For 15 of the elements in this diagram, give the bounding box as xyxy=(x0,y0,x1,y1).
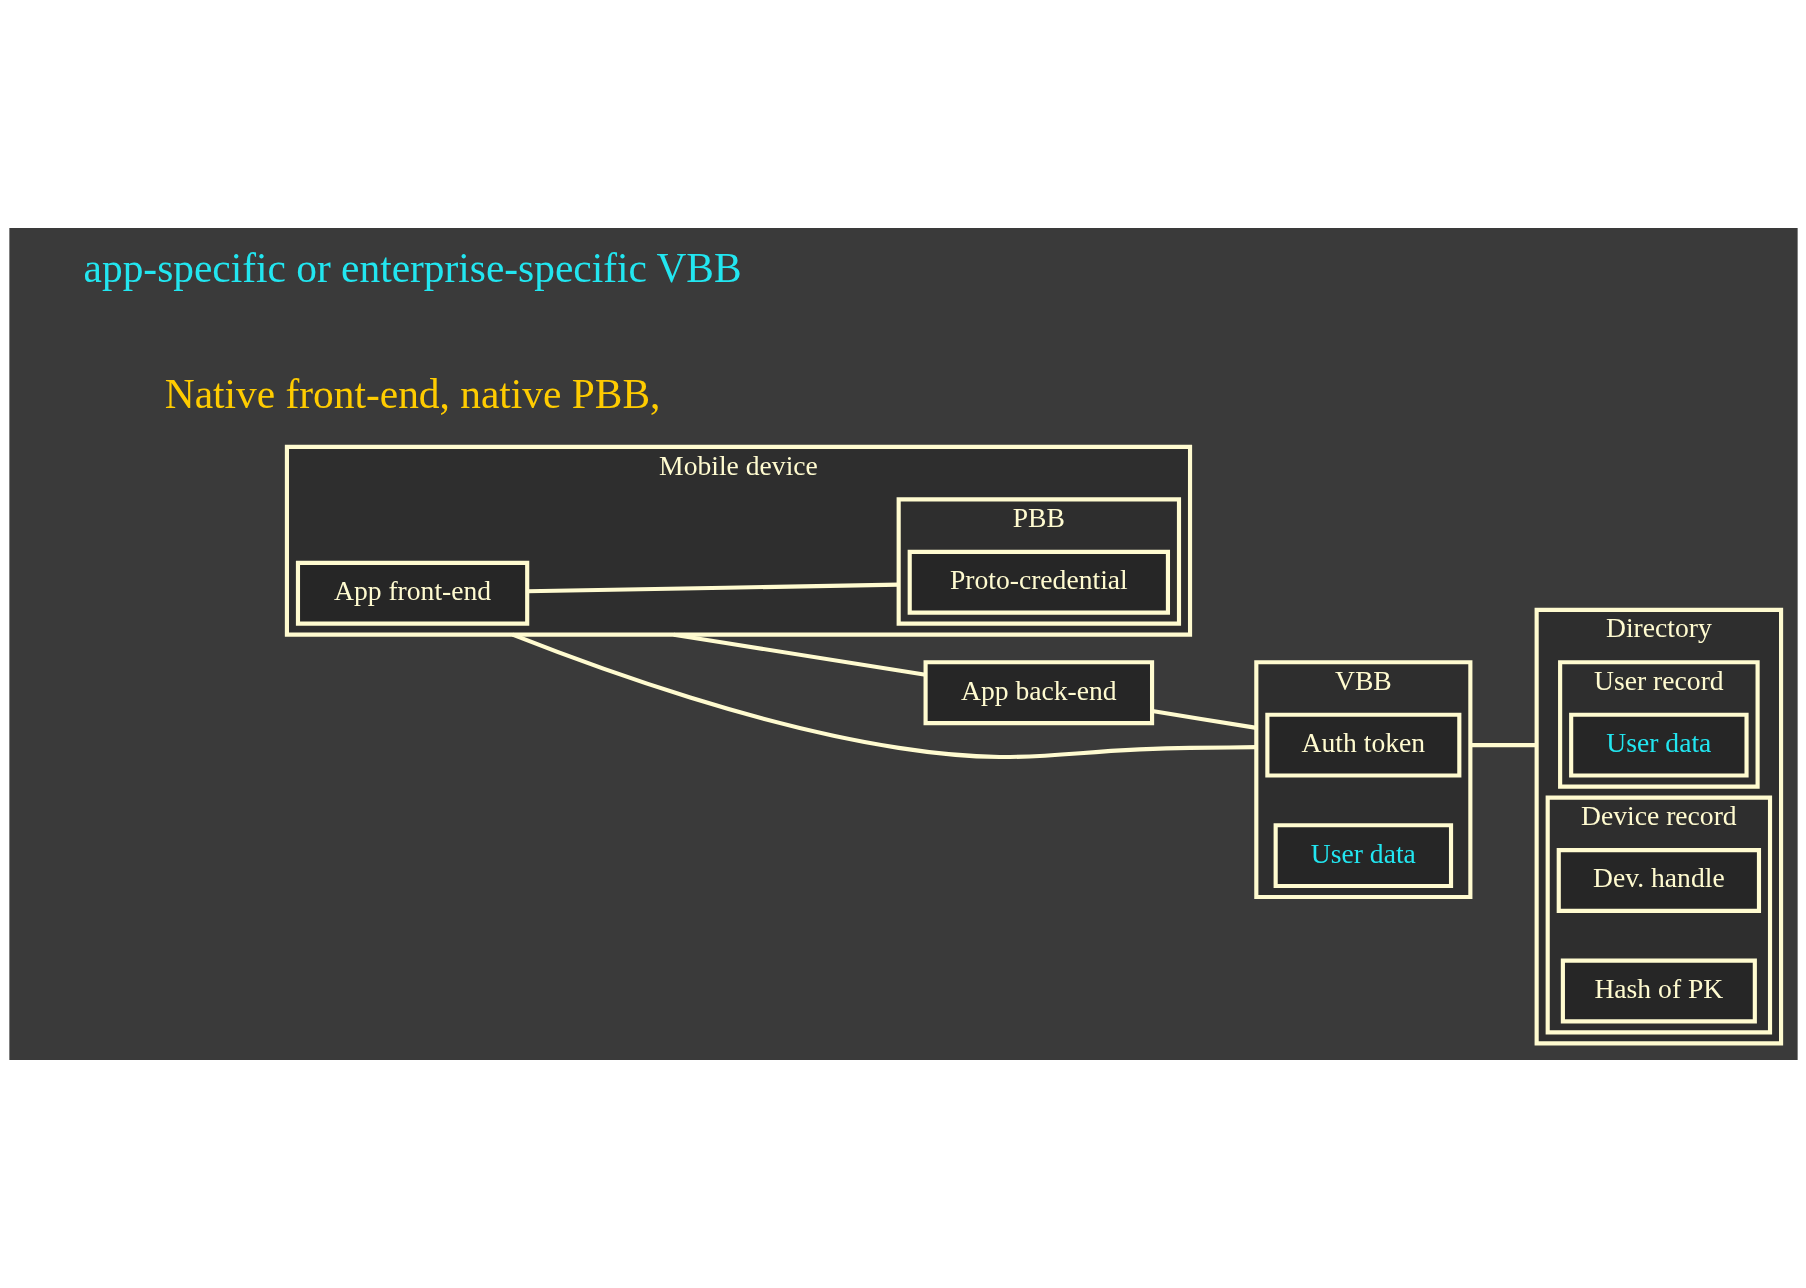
node-box: Auth token xyxy=(1264,712,1461,778)
node-box: Dev. handle xyxy=(1556,848,1761,913)
label: app-specific or enterprise-specific VBB xyxy=(83,244,742,291)
connector xyxy=(526,582,899,594)
connector xyxy=(1151,708,1257,730)
node-box: Proto-credential xyxy=(907,549,1170,615)
connector xyxy=(672,632,926,677)
connector xyxy=(511,632,1256,759)
node-box: User data xyxy=(1273,823,1453,889)
node-box: App front-end xyxy=(295,560,529,626)
label: Native front-end, native PBB, xyxy=(164,370,660,417)
node-box: User data xyxy=(1568,712,1749,778)
node-box: App back-end xyxy=(923,660,1154,726)
node-box: Hash of PK xyxy=(1560,958,1757,1024)
connector xyxy=(1469,743,1537,748)
